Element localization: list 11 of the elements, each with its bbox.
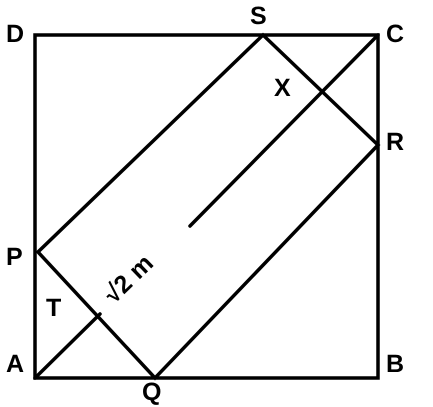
vertex-label: B xyxy=(386,352,404,377)
point-label: Q xyxy=(142,380,162,405)
vertex-label: D xyxy=(6,22,24,47)
point-label: P xyxy=(6,245,23,270)
point-label: X xyxy=(274,76,291,101)
point-label: S xyxy=(250,4,267,29)
vertex-label: A xyxy=(6,352,24,377)
length-label: √2 m xyxy=(100,250,158,308)
point-label: R xyxy=(386,130,404,155)
vertex-label: C xyxy=(386,22,404,47)
point-label: T xyxy=(46,296,62,321)
